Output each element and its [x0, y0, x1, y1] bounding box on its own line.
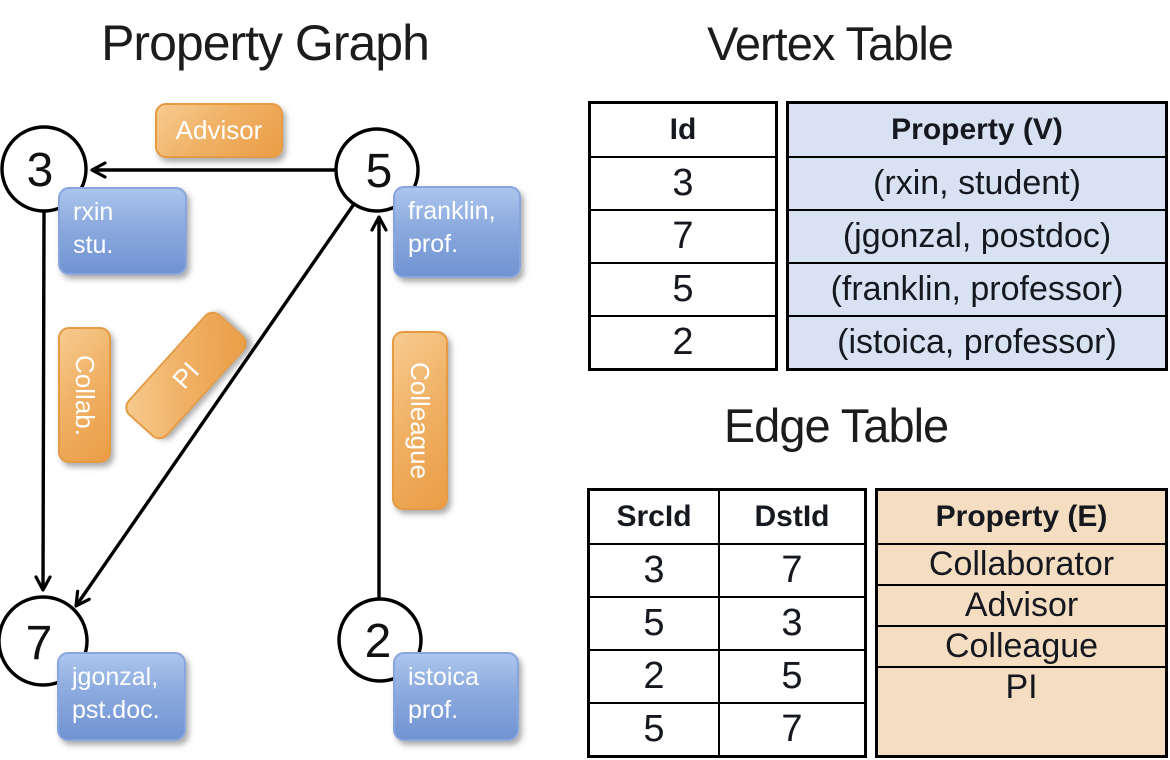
table-cell-dstid: 3 — [718, 596, 864, 649]
vertex-7-id: 7 — [26, 617, 53, 670]
table-cell-id: 2 — [591, 315, 775, 368]
property-graph-title: Property Graph — [101, 15, 430, 71]
vertex-5-property-box: franklin, prof. — [393, 186, 521, 278]
table-cell-id: 3 — [591, 156, 775, 209]
table-cell-srcid: 5 — [590, 596, 718, 649]
table-cell-property: (franklin, professor) — [789, 262, 1165, 315]
vertex-2-property-line1: istoica — [408, 663, 479, 691]
vertex-2-property-box: istoica prof. — [393, 652, 519, 741]
table-cell-dstid: 7 — [718, 543, 864, 596]
column-header-dstid: DstId — [718, 491, 864, 543]
edge-label-advisor-text: Advisor — [175, 115, 263, 145]
edge-label-pi-text: PI — [166, 356, 205, 395]
edge-label-colleague-text: Colleague — [405, 361, 436, 480]
table-cell-dstid: 5 — [718, 649, 864, 702]
vertex-3-property-box: rxin stu. — [58, 187, 187, 275]
column-header-property-v: Property (V) — [891, 113, 1063, 146]
edge-table: SrcId DstId 3 7 5 3 2 5 5 7 Property (E)… — [587, 488, 1168, 758]
table-cell-property: (jgonzal, postdoc) — [789, 209, 1165, 262]
vertex-7-property-line1: jgonzal, — [72, 663, 159, 691]
vertex-3-property-line1: rxin — [73, 198, 114, 226]
vertex-table: Id 3 7 5 2 Property (V) (rxin, student) … — [588, 101, 1168, 371]
table-cell-srcid: 5 — [590, 702, 718, 755]
vertex-2-id: 2 — [365, 615, 392, 668]
table-cell-edge-property: Colleague — [878, 625, 1165, 666]
vertex-table-id-column: Id 3 7 5 2 — [588, 101, 778, 371]
vertex-5-id: 5 — [366, 145, 393, 198]
vertex-table-property-column: Property (V) (rxin, student) (jgonzal, p… — [786, 101, 1168, 371]
edge-table-src-dst-columns: SrcId DstId 3 7 5 3 2 5 5 7 — [587, 488, 867, 758]
vertex-2-property-line2: prof. — [408, 696, 459, 724]
edge-label-advisor: Advisor — [155, 103, 283, 158]
edge-collab-3-to-7 — [34, 211, 52, 592]
edge-label-collab-text: Collab. — [70, 354, 100, 436]
edge-label-collab: Collab. — [58, 327, 111, 463]
vertex-3-id: 3 — [27, 144, 54, 197]
table-cell-id: 7 — [591, 209, 775, 262]
vertex-5-property-line2: prof. — [408, 230, 459, 258]
table-cell-edge-property: PI — [878, 666, 1165, 707]
vertex-7-property-box: jgonzal, pst.doc. — [57, 652, 186, 741]
table-cell-edge-property: Advisor — [878, 584, 1165, 625]
table-cell-srcid: 3 — [590, 543, 718, 596]
table-cell-property: (istoica, professor) — [789, 315, 1165, 368]
table-cell-srcid: 2 — [590, 649, 718, 702]
column-header-property-e: Property (E) — [935, 500, 1108, 533]
vertex-5-property-line1: franklin, — [408, 197, 496, 225]
edge-table-title: Edge Table — [723, 399, 949, 452]
vertex-table-title: Vertex Table — [707, 17, 954, 70]
table-cell-edge-property: Collaborator — [878, 543, 1165, 584]
table-cell-dstid: 7 — [718, 702, 864, 755]
vertex-7-property-line2: pst.doc. — [72, 696, 160, 724]
edge-label-colleague: Colleague — [392, 331, 448, 510]
edge-pi-5-to-7 — [74, 203, 356, 608]
edge-table-property-column: Property (E) Collaborator Advisor Collea… — [875, 488, 1168, 758]
column-header-srcid: SrcId — [616, 500, 692, 533]
column-header-id: Id — [669, 113, 697, 146]
table-cell-id: 5 — [591, 262, 775, 315]
vertex-3-property-line2: stu. — [73, 231, 114, 259]
table-cell-property: (rxin, student) — [789, 156, 1165, 209]
